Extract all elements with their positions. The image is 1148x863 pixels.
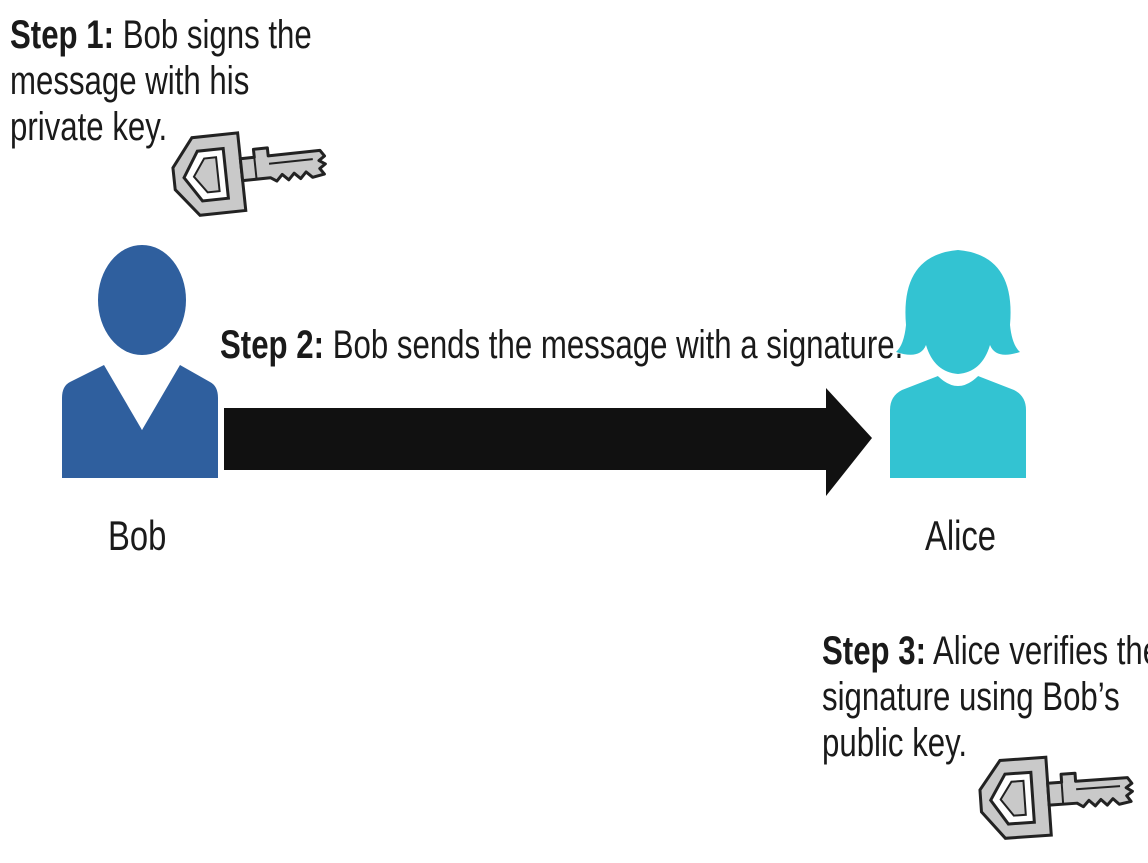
step1-line3: private key. <box>10 105 168 149</box>
step3-line1: Step 3: Alice verifies the <box>822 629 1148 673</box>
step1-label: Step 1: <box>10 13 115 57</box>
step3-text: Step 3: Alice verifies the signature usi… <box>822 628 1148 766</box>
step2-label: Step 2: <box>220 323 325 367</box>
alice-icon <box>890 250 1026 478</box>
bob-icon <box>62 245 218 478</box>
step3-label: Step 3: <box>822 629 927 673</box>
step2-text: Step 2: Bob sends the message with a sig… <box>220 322 903 368</box>
step1-text: Step 1: Bob signs the message with his p… <box>10 12 312 150</box>
step1-line2: message with his <box>10 59 250 103</box>
bob-label: Bob <box>108 512 167 559</box>
step2-description: Bob sends the message with a signature. <box>332 323 904 367</box>
step3-line2: signature using Bob’s <box>822 675 1120 719</box>
arrow-icon <box>224 388 872 496</box>
alice-label: Alice <box>925 512 997 559</box>
step1-line1: Step 1: Bob signs the <box>10 13 312 57</box>
step3-line3: public key. <box>822 721 968 765</box>
